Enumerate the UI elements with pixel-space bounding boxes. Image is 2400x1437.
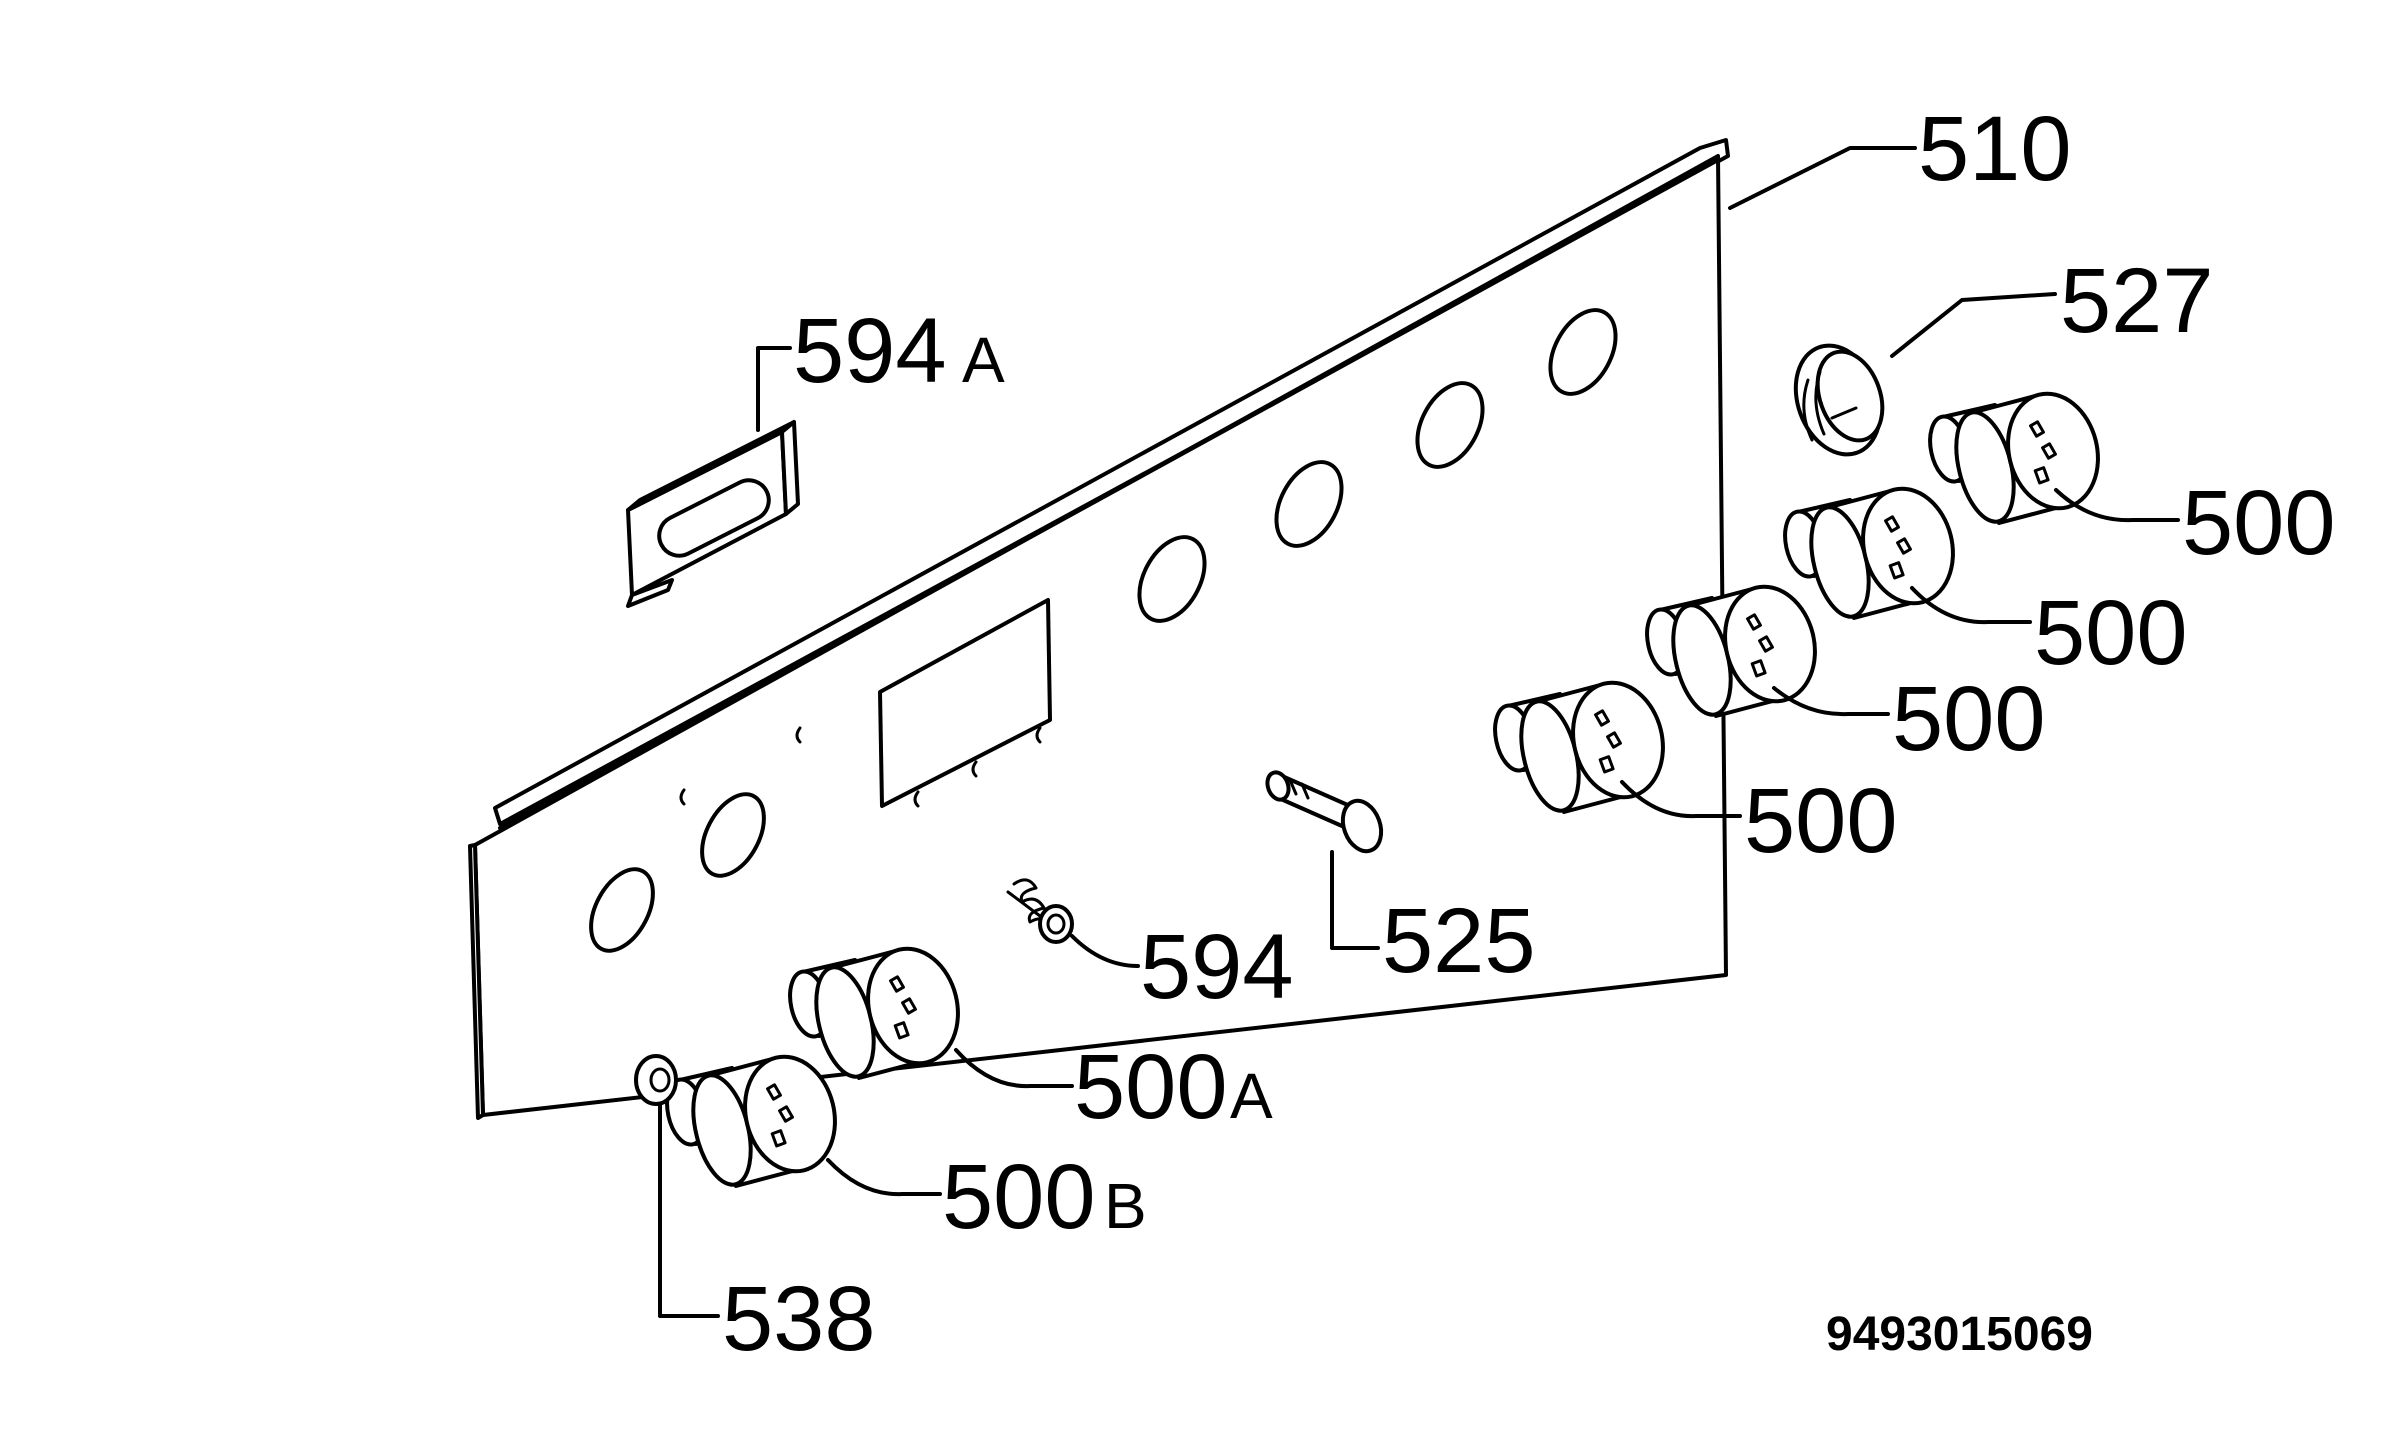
label-500a-number: 500: [1074, 1036, 1228, 1138]
label-594a-number: 594: [793, 300, 947, 402]
label-538: 538: [722, 1268, 876, 1370]
control-panel-510: [468, 138, 1730, 1120]
bracket-594a: [626, 420, 800, 608]
screw-525: [1265, 770, 1384, 854]
label-500-4: 500: [1744, 770, 1898, 872]
ring-527: [1793, 343, 1885, 457]
label-500-3: 500: [1892, 668, 2046, 770]
leader-lines: [658, 146, 2180, 1318]
label-594: 594: [1140, 916, 1294, 1018]
spring-594: [1006, 878, 1074, 944]
label-500-1: 500: [2182, 472, 2336, 574]
label-500b-number: 500: [942, 1146, 1096, 1248]
label-525: 525: [1382, 890, 1536, 992]
label-500a-suffix: A: [1230, 1060, 1273, 1132]
label-594a-suffix: A: [962, 324, 1005, 396]
label-527: 527: [2060, 250, 2214, 352]
knob-500-2: [1777, 477, 1967, 625]
label-500b-suffix: B: [1104, 1170, 1147, 1242]
knob-500-1: [1922, 382, 2112, 530]
drawing-code: 9493015069: [1826, 1308, 2093, 1361]
washer-538: [634, 1054, 678, 1106]
label-500-2: 500: [2034, 582, 2188, 684]
label-510: 510: [1918, 98, 2072, 200]
